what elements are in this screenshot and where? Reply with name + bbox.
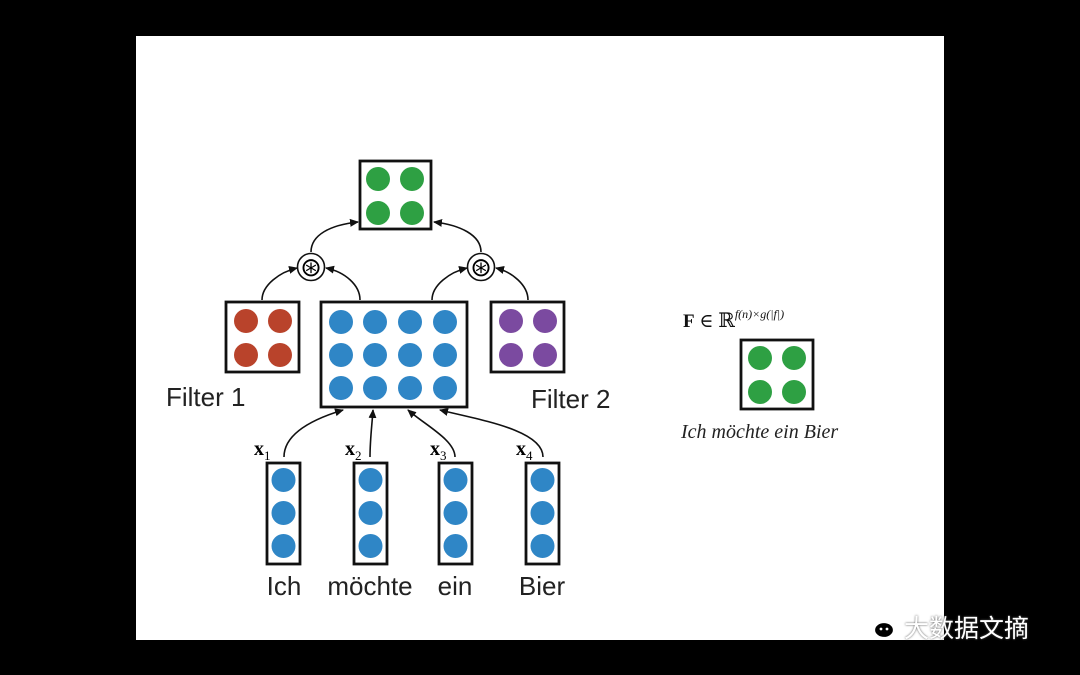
conv-operator-2: ⊛ [466, 252, 496, 282]
arrow-conv2-to-output [433, 218, 482, 253]
word-vector-1: x1 Ich [254, 438, 302, 601]
word-label-3: ein [438, 571, 473, 601]
arrow-input-to-conv2 [431, 265, 468, 301]
input-dot [433, 310, 457, 334]
input-dot [363, 310, 387, 334]
formula-panel: F ∈ ℝf(n)×g(|f|) Ich möchte ein Bier [680, 307, 838, 443]
word-vector-3-symbol: x3 [430, 438, 447, 463]
input-dot [329, 343, 353, 367]
watermark-text: 大数据文摘 [904, 614, 1030, 643]
word-vector-4-symbol: x4 [516, 438, 533, 463]
output-dot [366, 201, 390, 225]
word-vector-dot [358, 501, 383, 525]
arrows [261, 218, 544, 458]
filter-1-dot [234, 343, 258, 367]
conv-operator-2-ring [466, 252, 496, 282]
conv-operator-2-symbol: ⊛ [470, 252, 492, 282]
input-dot [363, 376, 387, 400]
filter-1-label: Filter 1 [166, 382, 245, 412]
word-vector-dot [443, 468, 468, 492]
input-matrix [319, 300, 469, 409]
input-dot [398, 376, 422, 400]
word-vector-dot [271, 468, 296, 492]
word-vector-3: x3 ein [430, 438, 474, 601]
word-label-2: möchte [327, 571, 412, 601]
output-matrix [358, 159, 433, 231]
formula-matrix-dot [782, 380, 806, 404]
wechat-icon [859, 612, 896, 640]
filter-2-dot [533, 309, 557, 333]
formula-matrix-dot [748, 380, 772, 404]
word-vector-1-symbol: x1 [254, 438, 271, 463]
formula-caption: Ich möchte ein Bier [680, 421, 838, 443]
arrow-x4-to-input [439, 408, 544, 458]
filter-2-dot [533, 343, 557, 367]
input-dot [398, 310, 422, 334]
formula-matrix-dot [782, 346, 806, 370]
word-vector-dot [358, 534, 383, 558]
filter-2-dot [499, 343, 523, 367]
filter-1-matrix [224, 300, 301, 374]
conv-operator-1-symbol: ⊛ [300, 252, 322, 282]
word-vector-dot [271, 501, 296, 525]
filter-2-label: Filter 2 [531, 384, 610, 414]
word-vector-dot [443, 534, 468, 558]
word-label-4: Bier [519, 571, 566, 601]
input-dot [363, 343, 387, 367]
filter-1-dot [268, 309, 292, 333]
input-dot [433, 343, 457, 367]
word-vector-dot [271, 534, 296, 558]
output-dot [400, 167, 424, 191]
filter-2-dot [499, 309, 523, 333]
filter-1-dot [268, 343, 292, 367]
formula-expression: F ∈ ℝf(n)×g(|f|) [683, 307, 784, 332]
word-vector-dot [530, 468, 555, 492]
watermark: 大数据文摘 [858, 608, 1029, 646]
filter-1-dot [234, 309, 258, 333]
formula-matrix-dot [748, 346, 772, 370]
arrow-x3-to-input [407, 409, 456, 458]
arrow-x1-to-input [283, 408, 344, 458]
arrow-filter2-to-conv2 [495, 266, 529, 301]
input-dot [433, 376, 457, 400]
word-vector-dot [530, 534, 555, 558]
arrow-input-to-conv1 [325, 265, 361, 301]
output-dot [366, 167, 390, 191]
input-dot [329, 310, 353, 334]
arrow-conv1-to-output [310, 218, 359, 253]
word-vector-2-symbol: x2 [345, 438, 362, 463]
word-vector-dot [530, 501, 555, 525]
input-dot [398, 343, 422, 367]
word-vector-2: x2 möchte [327, 438, 412, 601]
input-dot [329, 376, 353, 400]
conv-operator-1: ⊛ [296, 252, 326, 282]
output-dot [400, 201, 424, 225]
filter-2-matrix [489, 300, 566, 374]
arrow-x2-to-input [368, 409, 377, 458]
word-label-1: Ich [267, 571, 302, 601]
word-vector-dot [443, 501, 468, 525]
arrow-filter1-to-conv1 [261, 265, 298, 301]
word-vector-dot [358, 468, 383, 492]
word-vector-4: x4 Bier [516, 438, 565, 601]
conv-operator-1-ring [296, 252, 326, 282]
